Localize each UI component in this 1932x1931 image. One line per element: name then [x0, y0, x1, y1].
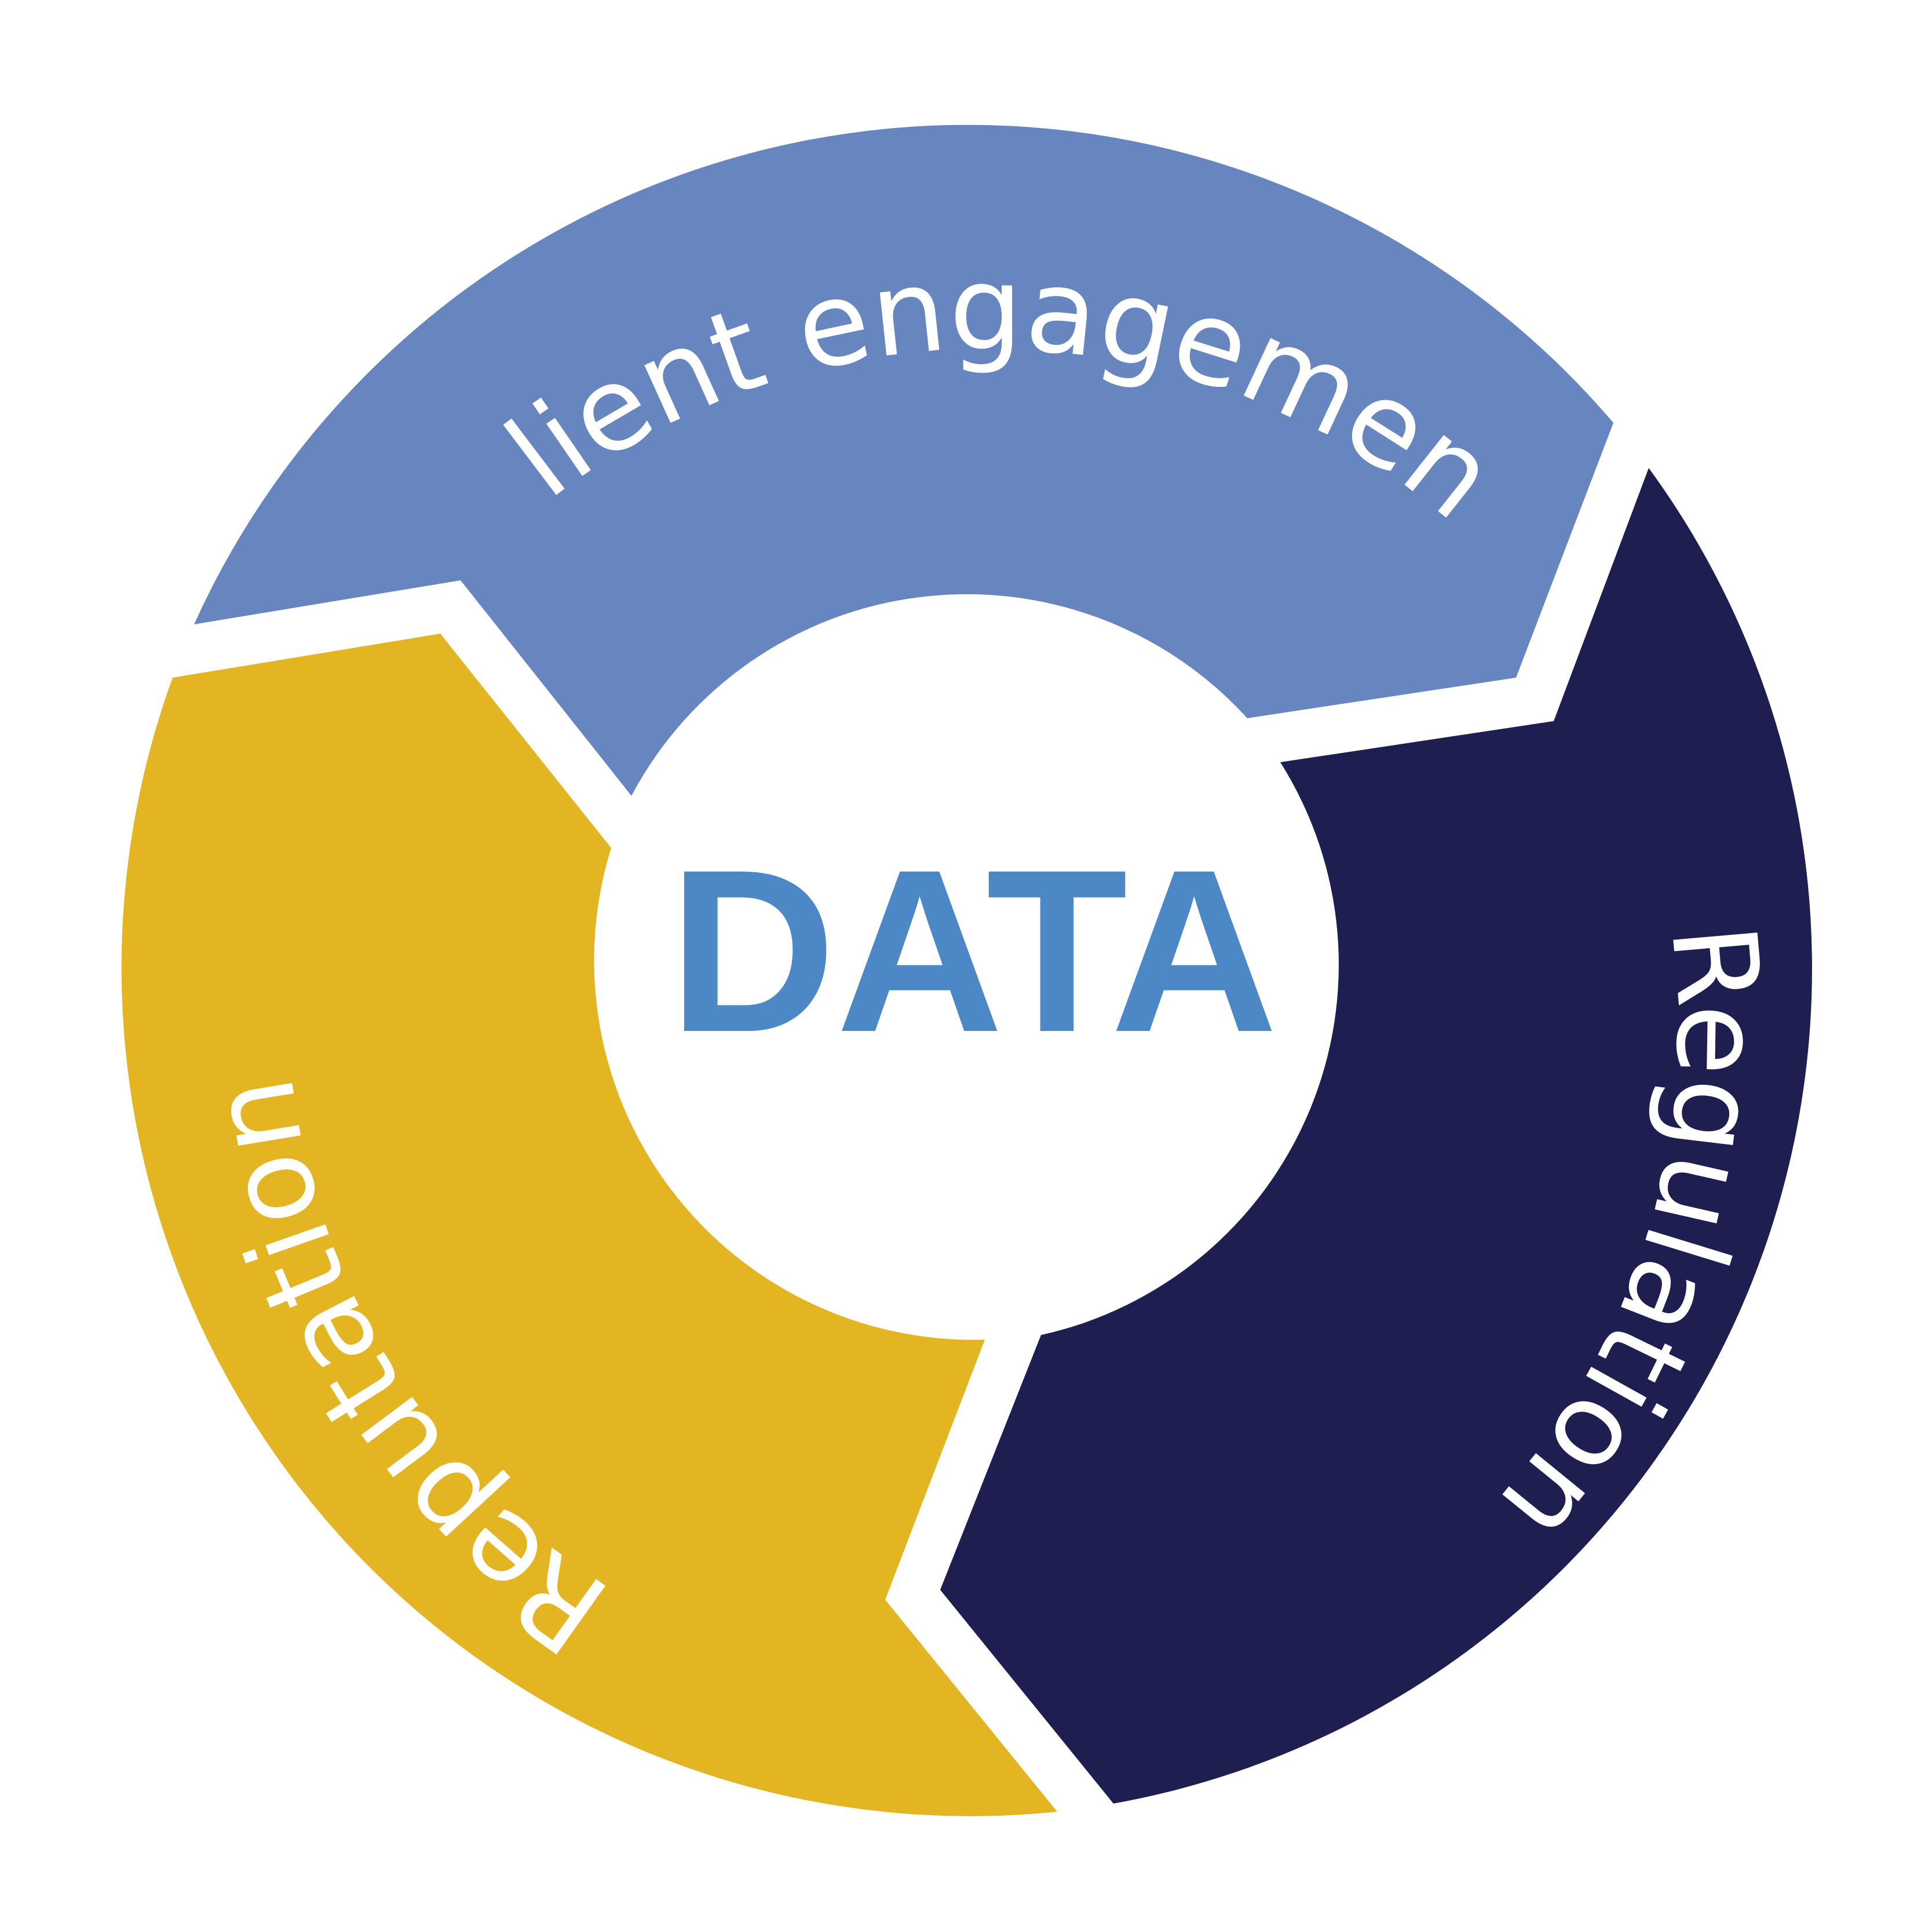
segment-regulation — [940, 468, 1812, 1804]
segment-client-engagement — [194, 125, 1613, 796]
center-label: DATA — [669, 821, 1278, 1080]
segment-reputation — [121, 634, 1058, 1816]
